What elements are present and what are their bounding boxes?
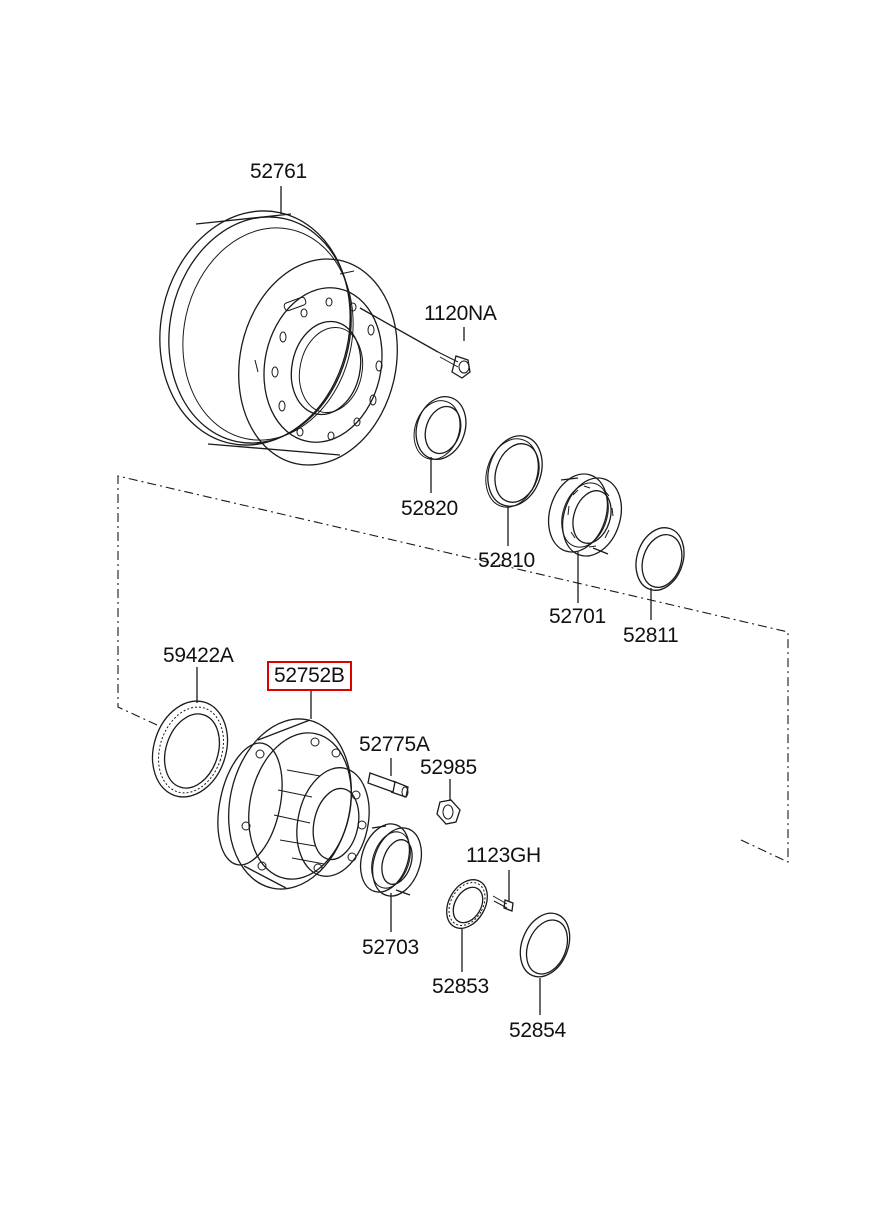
label-59422A[interactable]: 59422A bbox=[163, 644, 234, 667]
label-52854[interactable]: 52854 bbox=[509, 1019, 566, 1042]
label-52703[interactable]: 52703 bbox=[362, 936, 419, 959]
drum-screw-drawing bbox=[437, 351, 471, 379]
label-52811[interactable]: 52811 bbox=[623, 624, 679, 647]
assembly-outline bbox=[117, 475, 789, 863]
label-52752B[interactable]: 52752B bbox=[267, 661, 352, 691]
brake-drum-drawing bbox=[159, 210, 398, 466]
bearing-cup-drawing bbox=[635, 527, 685, 591]
label-52775A[interactable]: 52775A bbox=[359, 733, 430, 756]
inner-bearing-drawing bbox=[359, 823, 423, 897]
bearing-race-drawing bbox=[485, 435, 543, 508]
tapered-bearing-drawing bbox=[547, 473, 623, 557]
label-52820[interactable]: 52820 bbox=[401, 497, 458, 520]
oil-seal-drawing bbox=[413, 396, 467, 460]
label-52985[interactable]: 52985 bbox=[420, 756, 477, 779]
leader-lines bbox=[196, 186, 652, 1015]
hub-nut-drawing bbox=[436, 799, 461, 825]
seal-ring-drawing bbox=[519, 912, 571, 978]
label-52701[interactable]: 52701 bbox=[549, 605, 606, 628]
tone-ring-drawing bbox=[151, 700, 229, 798]
wheel-hub-drawing bbox=[217, 718, 370, 890]
label-52853[interactable]: 52853 bbox=[432, 975, 489, 998]
label-1123GH[interactable]: 1123GH bbox=[466, 844, 541, 867]
lock-washer-drawing bbox=[446, 879, 488, 929]
label-52810[interactable]: 52810 bbox=[478, 549, 535, 572]
label-1120NA[interactable]: 1120NA bbox=[424, 302, 497, 325]
hub-bolt-drawing bbox=[367, 772, 409, 798]
label-52761[interactable]: 52761 bbox=[250, 160, 307, 183]
lock-screw-drawing bbox=[492, 895, 514, 912]
